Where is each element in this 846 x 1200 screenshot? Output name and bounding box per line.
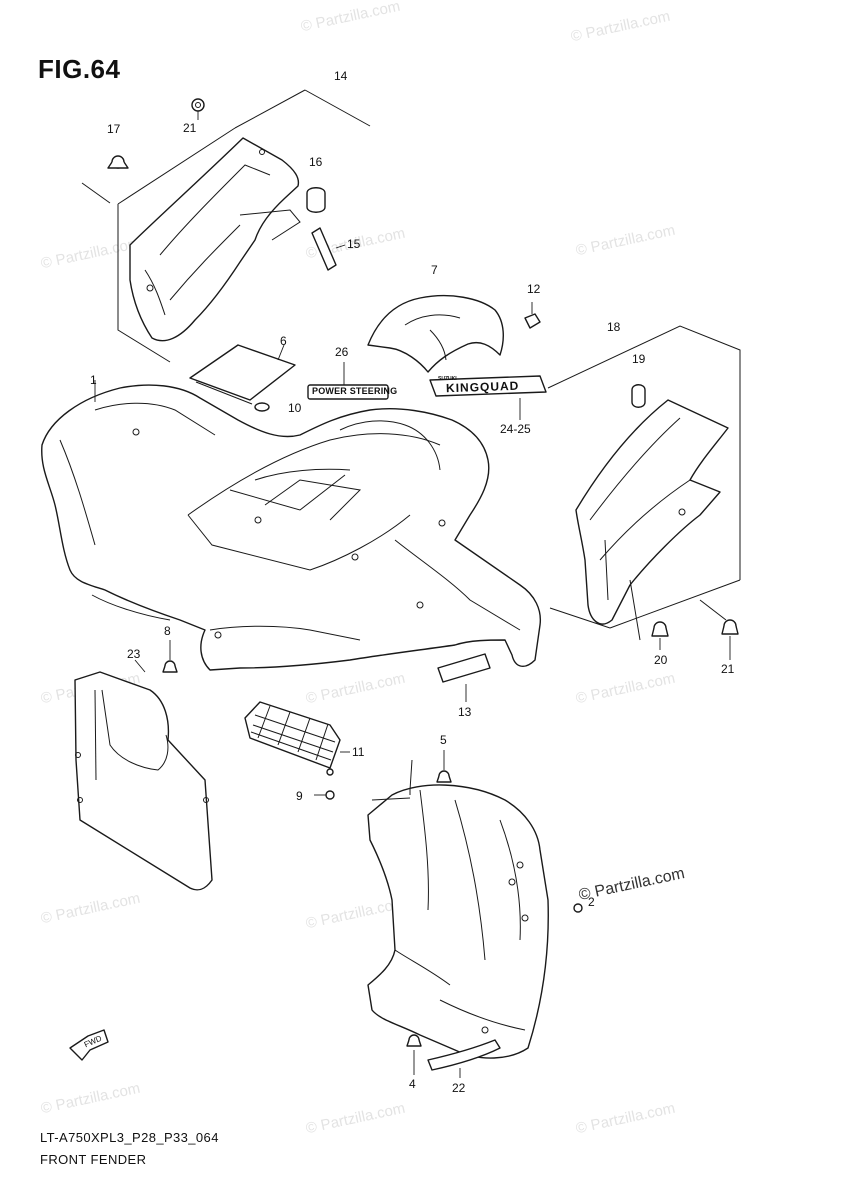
- callout-8[interactable]: 8: [164, 624, 171, 638]
- part-11-grille: [244, 701, 350, 776]
- part-4-fastener: [406, 1034, 422, 1075]
- part-14-inner-panel: [81, 89, 371, 363]
- part-21-fastener: [191, 98, 205, 120]
- power-steering-decal-text: POWER STEERING: [312, 386, 398, 396]
- callout-14[interactable]: 14: [334, 69, 348, 83]
- callout-22[interactable]: 22: [452, 1081, 466, 1095]
- callout-9[interactable]: 9: [296, 789, 303, 803]
- part-13-strip: [437, 653, 491, 702]
- callout-19[interactable]: 19: [632, 352, 646, 366]
- part-20-fastener: [651, 621, 669, 650]
- callout-2[interactable]: 2: [588, 895, 595, 909]
- kingquad-decal-text: KINGQUAD: [445, 378, 520, 396]
- callout-7[interactable]: 7: [431, 263, 438, 277]
- part-12-fastener: [524, 302, 541, 329]
- part-24-25-decal: [429, 375, 547, 420]
- callout-26[interactable]: 26: [335, 345, 349, 359]
- callout-24-25[interactable]: 24-25: [500, 422, 531, 436]
- part-1-front-fender: [41, 380, 542, 671]
- part-6-pad: [189, 344, 296, 405]
- callout-21[interactable]: 21: [721, 662, 735, 676]
- callout-21[interactable]: 21: [183, 121, 197, 135]
- figure-title: FIG.64: [38, 54, 121, 84]
- callout-13[interactable]: 13: [458, 705, 472, 719]
- callout-18[interactable]: 18: [607, 320, 621, 334]
- callout-17[interactable]: 17: [107, 122, 121, 136]
- part-15-strip: [311, 227, 346, 271]
- callout-16[interactable]: 16: [309, 155, 323, 169]
- callout-5[interactable]: 5: [440, 733, 447, 747]
- part-9-screw: [314, 790, 335, 800]
- part-5-fastener: [436, 750, 452, 783]
- part-19-grommet: [631, 384, 646, 408]
- kingquad-decal-small-text: SUZUKI: [438, 376, 457, 382]
- callout-12[interactable]: 12: [527, 282, 541, 296]
- callout-15[interactable]: 15: [347, 237, 361, 251]
- figure-name: FRONT FENDER: [40, 1152, 147, 1167]
- fwd-arrow-icon: [69, 1029, 109, 1061]
- part-10-grommet: [254, 402, 270, 412]
- part-2-inner-fender: [367, 759, 583, 1059]
- part-26-decal: [307, 362, 389, 400]
- part-16-grommet: [306, 187, 326, 213]
- part-8-fastener: [162, 640, 178, 673]
- callout-23[interactable]: 23: [127, 647, 141, 661]
- part-17-fastener: [107, 155, 129, 169]
- callout-20[interactable]: 20: [654, 653, 668, 667]
- callout-11[interactable]: 11: [352, 745, 365, 759]
- callout-4[interactable]: 4: [409, 1077, 416, 1091]
- part-22-strip: [427, 1039, 501, 1078]
- part-23-mud-flap: [74, 659, 213, 891]
- callout-6[interactable]: 6: [280, 334, 287, 348]
- part-7-cover: [367, 295, 504, 373]
- figure-code: LT-A750XPL3_P28_P33_064: [40, 1130, 219, 1145]
- callout-10[interactable]: 10: [288, 401, 302, 415]
- part-21-fastener: [699, 599, 739, 660]
- part-18-side-panel: [547, 325, 741, 641]
- callout-1[interactable]: 1: [90, 373, 97, 387]
